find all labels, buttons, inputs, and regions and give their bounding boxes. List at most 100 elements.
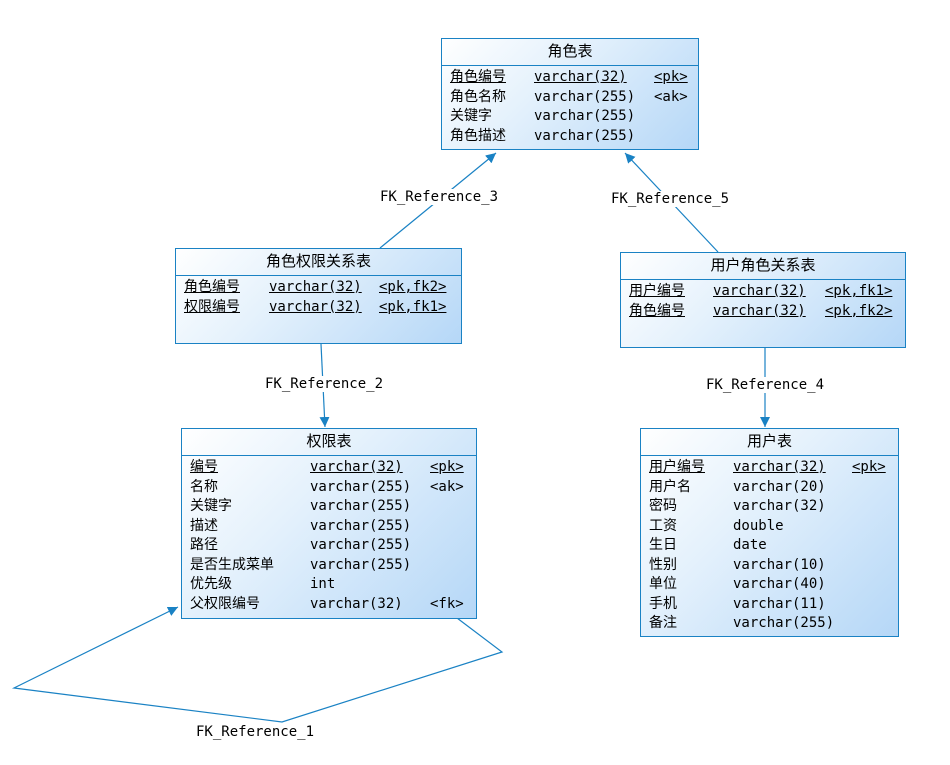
attribute-row[interactable]: 关键字 varchar(255) [442, 107, 698, 127]
attribute-name: 角色名称 [450, 88, 506, 105]
attribute-name: 优先级 [190, 576, 232, 592]
attribute-list: 角色编号 varchar(32) <pk,fk2> 权限编号 varchar(3… [176, 276, 461, 317]
attribute-row[interactable]: 权限编号 varchar(32) <pk,fk1> [176, 298, 461, 318]
attribute-row[interactable]: 路径 varchar(255) [182, 536, 476, 556]
attribute-type: int [310, 576, 336, 592]
attribute-type: varchar(32) [534, 69, 627, 85]
attribute-row[interactable]: 用户编号 varchar(32) <pk> [641, 458, 898, 478]
attribute-name: 父权限编号 [190, 595, 260, 612]
attribute-row[interactable]: 角色编号 varchar(32) <pk,fk2> [621, 302, 905, 322]
attribute-list: 用户编号 varchar(32) <pk> 用户名 varchar(20) 密码… [641, 456, 898, 634]
attribute-row[interactable]: 手机 varchar(11) [641, 595, 898, 615]
attribute-key: <pk> [430, 459, 464, 475]
attribute-name: 路径 [190, 537, 218, 553]
attribute-list: 用户编号 varchar(32) <pk,fk1> 角色编号 varchar(3… [621, 280, 905, 321]
entity-permission-table[interactable]: 权限表 编号 varchar(32) <pk> 名称 varchar(255) … [181, 428, 477, 619]
attribute-key: <pk,fk2> [379, 279, 447, 295]
attribute-key: <ak> [654, 88, 688, 105]
attribute-row[interactable]: 描述 varchar(255) [182, 517, 476, 537]
attribute-type: varchar(32) [310, 459, 403, 475]
attribute-type: varchar(32) [713, 302, 806, 319]
attribute-row[interactable]: 角色描述 varchar(255) [442, 127, 698, 147]
attribute-key: <pk,fk1> [825, 283, 893, 299]
entity-title: 权限表 [182, 429, 476, 456]
fk-reference-3-label: FK_Reference_3 [379, 189, 499, 205]
attribute-row[interactable]: 角色编号 varchar(32) <pk> [442, 68, 698, 88]
attribute-type: varchar(11) [733, 595, 826, 612]
attribute-row[interactable]: 用户编号 varchar(32) <pk,fk1> [621, 282, 905, 302]
entity-title: 角色权限关系表 [176, 249, 461, 276]
attribute-type: varchar(255) [534, 108, 636, 124]
attribute-type: varchar(32) [269, 279, 362, 295]
attribute-name: 编号 [190, 459, 218, 475]
attribute-row[interactable]: 性别 varchar(10) [641, 556, 898, 576]
attribute-name: 用户名 [649, 478, 691, 495]
attribute-type: varchar(32) [310, 595, 403, 612]
attribute-type: varchar(255) [310, 556, 412, 573]
attribute-key: <pk> [654, 69, 688, 85]
entity-title: 角色表 [442, 39, 698, 66]
attribute-type: varchar(32) [733, 459, 826, 475]
attribute-name: 角色编号 [184, 279, 240, 295]
attribute-row[interactable]: 优先级 int [182, 575, 476, 595]
attribute-type: varchar(32) [713, 283, 806, 299]
attribute-name: 权限编号 [184, 298, 240, 315]
attribute-type: varchar(255) [310, 537, 412, 553]
attribute-list: 角色编号 varchar(32) <pk> 角色名称 varchar(255) … [442, 66, 698, 146]
attribute-type: double [733, 517, 784, 534]
fk-reference-5-label: FK_Reference_5 [610, 191, 730, 207]
attribute-list: 编号 varchar(32) <pk> 名称 varchar(255) <ak>… [182, 456, 476, 614]
attribute-name: 密码 [649, 498, 677, 514]
entity-role-table[interactable]: 角色表 角色编号 varchar(32) <pk> 角色名称 varchar(2… [441, 38, 699, 150]
attribute-row[interactable]: 是否生成菜单 varchar(255) [182, 556, 476, 576]
fk-reference-1-label: FK_Reference_1 [195, 724, 315, 740]
attribute-type: varchar(10) [733, 556, 826, 573]
fk-reference-1-line[interactable] [11, 606, 504, 723]
entity-title: 用户表 [641, 429, 898, 456]
attribute-name: 工资 [649, 517, 677, 534]
attribute-key: <ak> [430, 478, 464, 495]
attribute-type: varchar(255) [310, 478, 412, 495]
attribute-name: 备注 [649, 615, 677, 631]
attribute-type: varchar(20) [733, 478, 826, 495]
attribute-type: varchar(255) [534, 88, 636, 105]
attribute-row[interactable]: 父权限编号 varchar(32) <fk> [182, 595, 476, 615]
attribute-type: varchar(255) [310, 517, 412, 534]
attribute-row[interactable]: 密码 varchar(32) [641, 497, 898, 517]
attribute-name: 是否生成菜单 [190, 556, 274, 573]
attribute-row[interactable]: 用户名 varchar(20) [641, 478, 898, 498]
attribute-name: 关键字 [450, 108, 492, 124]
attribute-type: varchar(255) [733, 615, 835, 631]
entity-title: 用户角色关系表 [621, 253, 905, 280]
fk-reference-4-label: FK_Reference_4 [705, 377, 825, 393]
attribute-name: 性别 [649, 556, 677, 573]
attribute-name: 用户编号 [629, 283, 685, 299]
attribute-type: varchar(255) [310, 498, 412, 514]
attribute-row[interactable]: 编号 varchar(32) <pk> [182, 458, 476, 478]
attribute-row[interactable]: 角色名称 varchar(255) <ak> [442, 88, 698, 108]
attribute-row[interactable]: 关键字 varchar(255) [182, 497, 476, 517]
attribute-row[interactable]: 单位 varchar(40) [641, 575, 898, 595]
attribute-type: varchar(255) [534, 127, 636, 144]
attribute-key: <pk,fk1> [379, 298, 447, 315]
attribute-name: 单位 [649, 576, 677, 592]
fk-reference-2-label: FK_Reference_2 [264, 376, 384, 392]
attribute-row[interactable]: 名称 varchar(255) <ak> [182, 478, 476, 498]
attribute-row[interactable]: 工资 double [641, 517, 898, 537]
attribute-row[interactable]: 备注 varchar(255) [641, 614, 898, 634]
attribute-name: 描述 [190, 517, 218, 534]
attribute-name: 生日 [649, 537, 677, 553]
entity-role-permission-table[interactable]: 角色权限关系表 角色编号 varchar(32) <pk,fk2> 权限编号 v… [175, 248, 462, 344]
attribute-name: 角色编号 [450, 69, 506, 85]
attribute-name: 关键字 [190, 498, 232, 514]
attribute-name: 角色编号 [629, 302, 685, 319]
attribute-key: <pk> [852, 459, 886, 475]
attribute-row[interactable]: 生日 date [641, 536, 898, 556]
entity-user-table[interactable]: 用户表 用户编号 varchar(32) <pk> 用户名 varchar(20… [640, 428, 899, 637]
entity-user-role-table[interactable]: 用户角色关系表 用户编号 varchar(32) <pk,fk1> 角色编号 v… [620, 252, 906, 348]
attribute-name: 手机 [649, 595, 677, 612]
attribute-type: varchar(32) [733, 498, 826, 514]
attribute-type: varchar(40) [733, 576, 826, 592]
attribute-name: 角色描述 [450, 127, 506, 144]
attribute-row[interactable]: 角色编号 varchar(32) <pk,fk2> [176, 278, 461, 298]
